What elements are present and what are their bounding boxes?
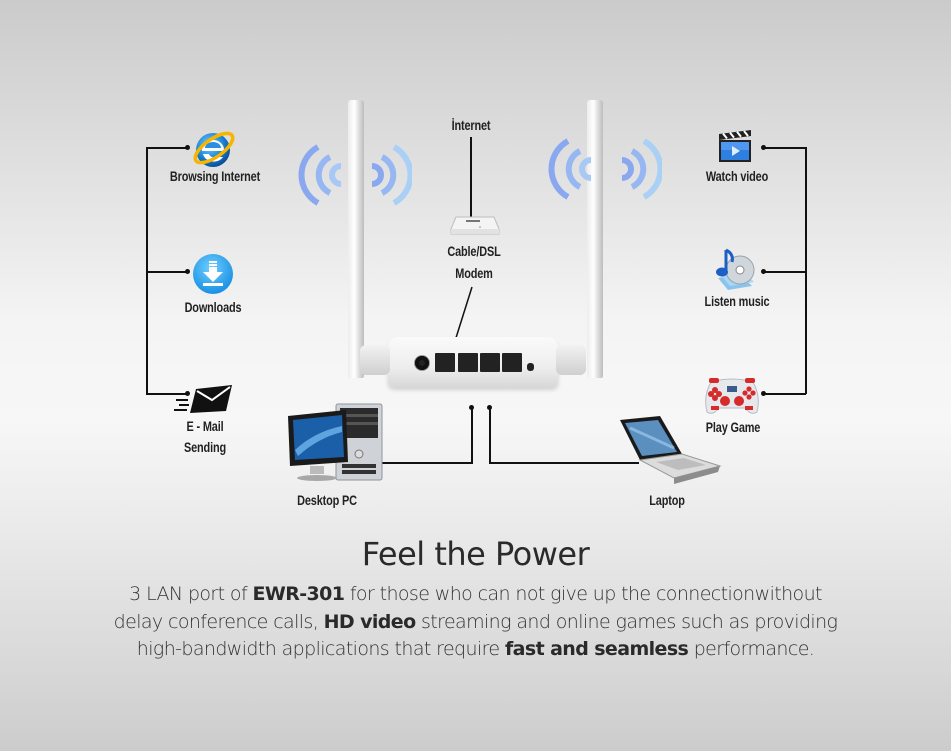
- left-connector-browsing: [146, 147, 188, 149]
- headline: Feel the Power: [361, 535, 590, 573]
- left-connector-dot: [185, 391, 190, 396]
- lan-connector-laptop-horizontal: [489, 462, 639, 464]
- right-connector-video: [763, 147, 806, 149]
- left-connector-dot: [185, 145, 190, 150]
- label-modem-line2: Modem: [455, 265, 493, 281]
- right-connector-music: [763, 271, 806, 273]
- router-antenna-left: [348, 100, 364, 378]
- label-email-line1: E - Mail: [186, 418, 224, 434]
- internet-to-modem-line: [470, 137, 472, 222]
- left-connector-downloads: [146, 271, 188, 273]
- right-connector-dot: [761, 391, 766, 396]
- right-connector-vertical: [805, 147, 807, 394]
- description-line-3: high-bandwidth applications that require…: [0, 636, 951, 664]
- description: 3 LAN port of EWR-301 for those who can …: [0, 581, 951, 664]
- label-listen-music: Listen music: [704, 293, 770, 309]
- lan-connector-laptop-vertical: [489, 408, 491, 463]
- label-internet: İnternet: [451, 117, 491, 133]
- description-text: high-bandwidth applications that require: [136, 638, 505, 660]
- right-connector-game: [763, 393, 806, 395]
- router-lan-port-1: [502, 353, 522, 372]
- label-modem-line1: Cable/DSL: [447, 243, 501, 259]
- left-connector-email: [146, 393, 188, 395]
- description-text: for those who can not give up the connec…: [344, 583, 823, 605]
- label-watch-video: Watch video: [705, 168, 769, 184]
- music-cd-icon: [712, 248, 758, 292]
- router-reset-button: [527, 363, 534, 371]
- router-antenna-right: [587, 100, 603, 378]
- lan-connector-dot: [469, 405, 474, 410]
- description-text: delay conference calls,: [113, 610, 324, 633]
- router-antenna-hinge-right: [556, 345, 586, 375]
- download-icon: [192, 253, 234, 295]
- description-text: 3 LAN port of: [129, 583, 253, 605]
- label-browsing-internet: Browsing Internet: [169, 168, 261, 184]
- router-antenna-hinge-left: [360, 345, 390, 375]
- description-text: streaming and online games such as provi…: [415, 610, 838, 633]
- lan-connector-pc-vertical: [471, 408, 473, 463]
- laptop-icon: [618, 414, 722, 484]
- lan-connector-dot: [487, 405, 492, 410]
- label-laptop: Laptop: [649, 492, 685, 508]
- left-connector-vertical: [146, 147, 148, 394]
- router-wan-port: [435, 353, 455, 372]
- description-line-2: delay conference calls, HD video streami…: [0, 609, 951, 637]
- description-text: performance.: [688, 638, 815, 660]
- email-icon: [174, 385, 234, 415]
- model-name: EWR-301: [252, 583, 345, 605]
- router-lan-port-3: [458, 353, 478, 372]
- internet-explorer-icon: [191, 126, 237, 172]
- lan-connector-pc-horizontal: [380, 462, 473, 464]
- router-power-port: [415, 356, 429, 370]
- left-connector-dot: [185, 269, 190, 274]
- description-line-1: 3 LAN port of EWR-301 for those who can …: [0, 581, 951, 609]
- video-clapper-icon: [717, 130, 753, 164]
- label-desktop-pc: Desktop PC: [297, 492, 357, 508]
- label-downloads: Downloads: [184, 299, 242, 315]
- label-play-game: Play Game: [705, 419, 761, 435]
- wifi-waves-right: [546, 137, 664, 201]
- description-emphasis: HD video: [323, 610, 417, 633]
- gamepad-icon: [703, 376, 761, 416]
- label-email-line2: Sending: [184, 439, 226, 455]
- right-connector-dot: [761, 269, 766, 274]
- description-emphasis: fast and seamless: [504, 638, 689, 660]
- right-connector-dot: [761, 145, 766, 150]
- modem-icon: [450, 215, 500, 237]
- router-lan-port-2: [480, 353, 500, 372]
- wifi-waves-left: [296, 143, 414, 207]
- desktop-pc-icon: [284, 402, 384, 484]
